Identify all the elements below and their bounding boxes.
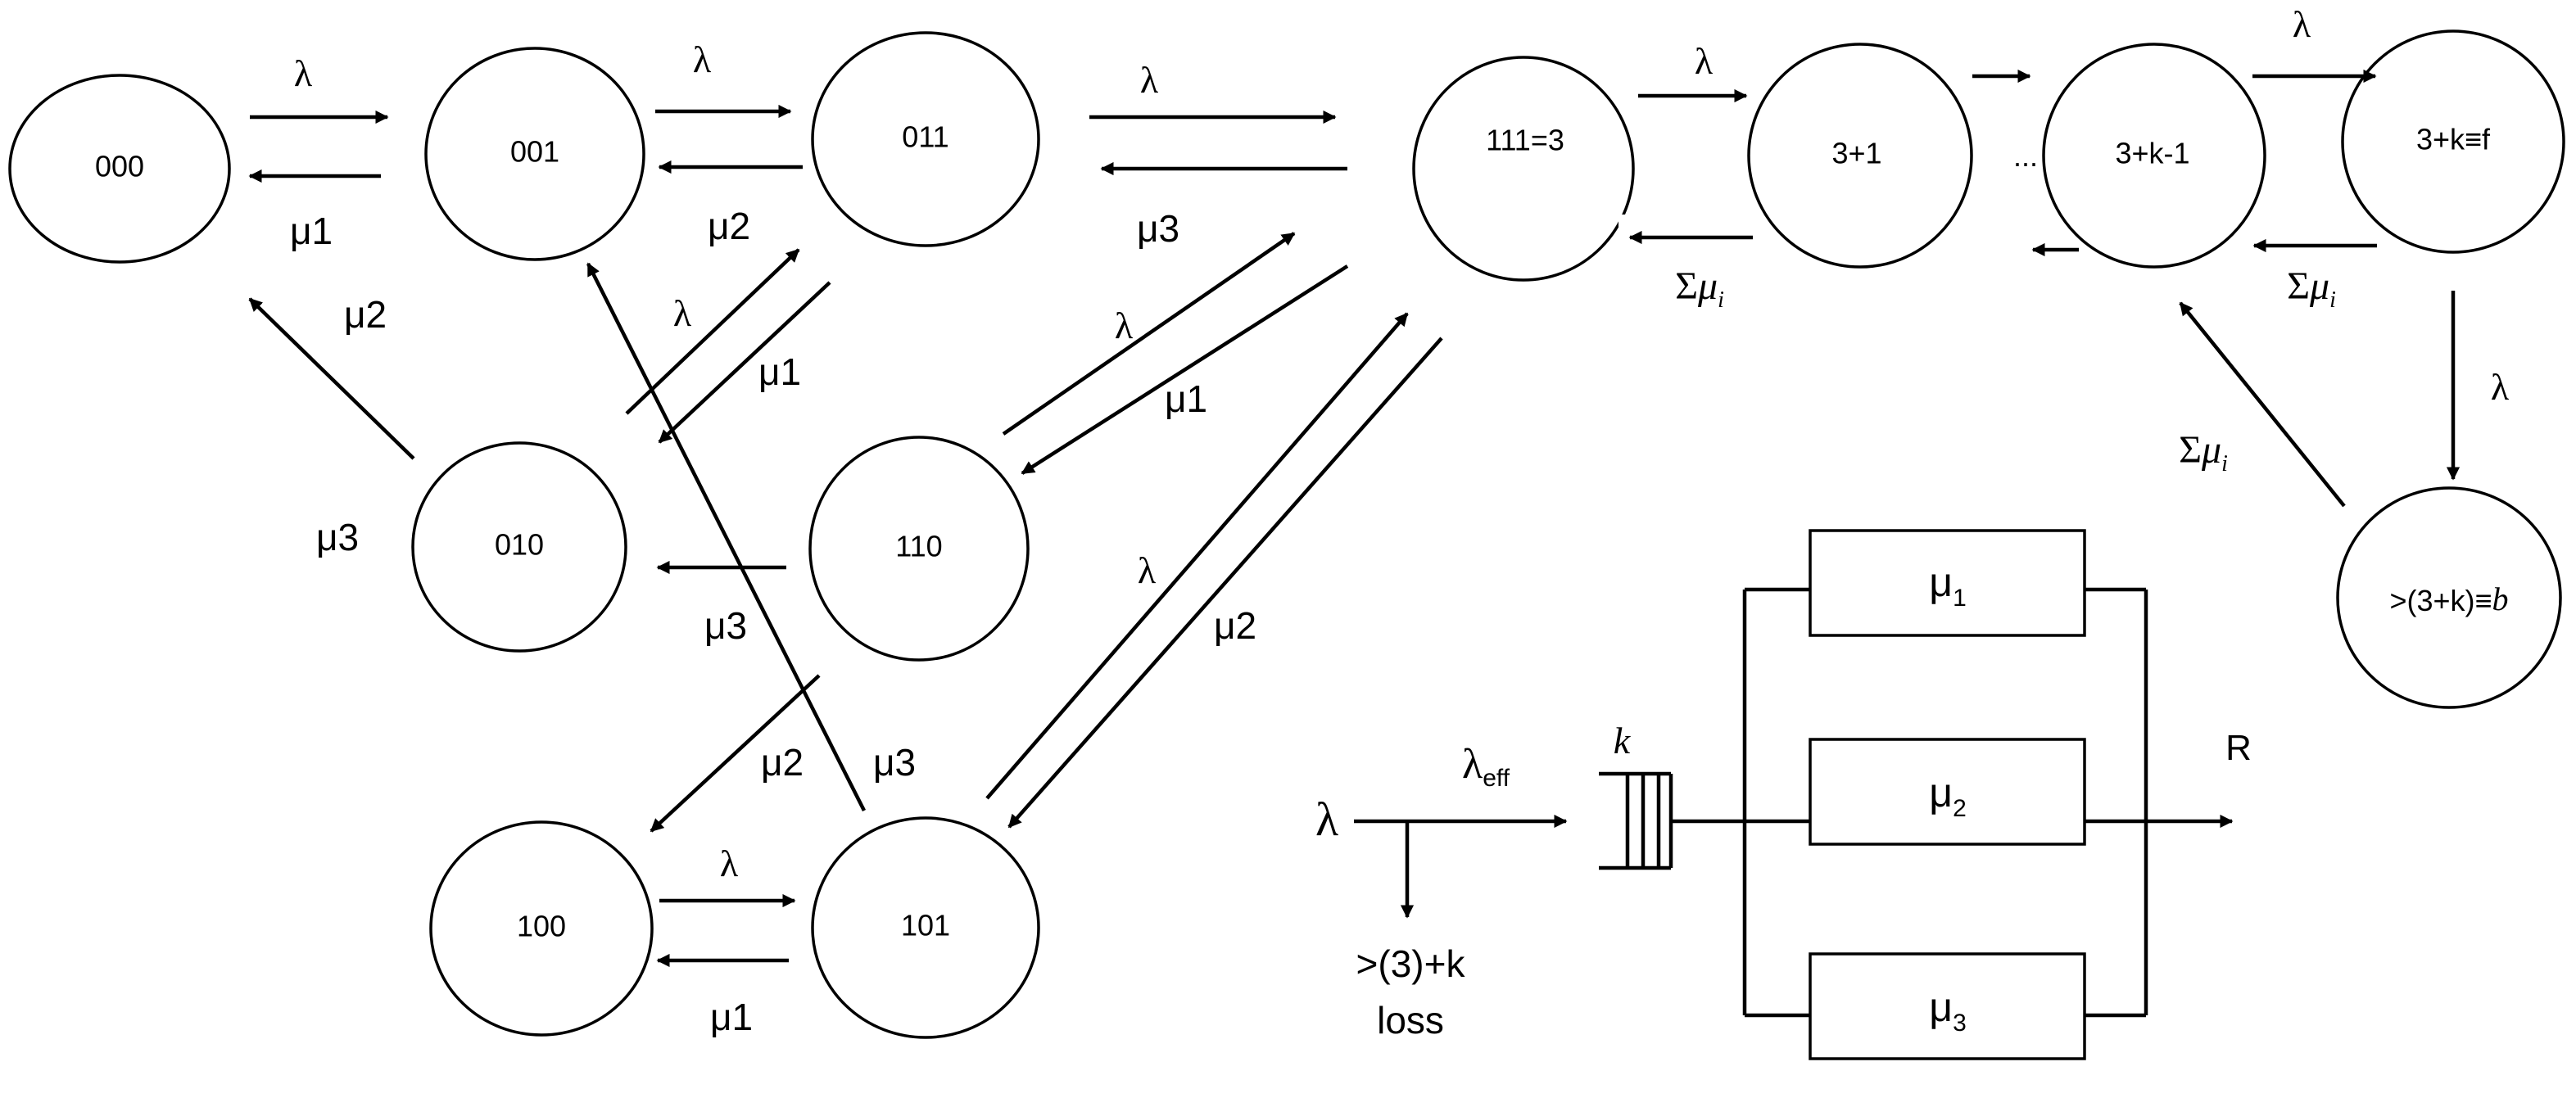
arrow-110-to-100 bbox=[650, 674, 821, 833]
state-001-label: 001 bbox=[510, 135, 559, 169]
state-110: 110 bbox=[808, 436, 1030, 662]
rate-lambda-f-block: λ bbox=[2491, 366, 2510, 408]
queue-loss-label-line1: >(3)+k bbox=[1356, 942, 1466, 985]
state-3plusk-f: 3+k≡f bbox=[2341, 29, 2565, 254]
rate-mu2-110-100: μ2 bbox=[761, 741, 804, 784]
state-3plus1-label: 3+1 bbox=[1831, 137, 1881, 170]
queue-loss-label-line2: loss bbox=[1377, 999, 1444, 1042]
arrow-block-to-3plusk-minus1 bbox=[2179, 301, 2346, 508]
rate-mu3-110-010: μ3 bbox=[704, 604, 747, 647]
rate-sum-mu-3plus1-111: Σμi bbox=[1675, 264, 1724, 313]
state-000: 000 bbox=[8, 74, 231, 264]
state-block-b-label: >(3+k)≡b bbox=[2389, 581, 2508, 617]
rate-lambda-to-f: λ bbox=[2293, 3, 2311, 45]
arrow-010-to-011 bbox=[625, 248, 800, 415]
rate-lambda-010-011: λ bbox=[673, 292, 692, 334]
state-001: 001 bbox=[424, 47, 645, 261]
state-111-gap-bottom bbox=[1618, 215, 1633, 233]
rate-mu3-101-001: μ3 bbox=[873, 741, 916, 784]
state-3plusk-minus1: 3+k-1 bbox=[2042, 43, 2266, 269]
server-2-label: μ2 bbox=[1929, 770, 1967, 822]
rate-mu1-111-110: μ1 bbox=[1165, 377, 1207, 420]
rate-lambda-111-3plus1: λ bbox=[1695, 40, 1714, 82]
state-110-label: 110 bbox=[895, 530, 942, 563]
arrow-111-to-110 bbox=[1021, 264, 1349, 475]
rate-lambda-011-111: λ bbox=[1140, 59, 1159, 101]
rate-lambda-001-011: λ bbox=[693, 38, 712, 80]
state-010: 010 bbox=[411, 441, 627, 653]
state-block-b: >(3+k)≡b bbox=[2336, 486, 2562, 709]
state-3plusk-minus1-label: 3+k-1 bbox=[2115, 137, 2189, 170]
arrow-010-to-000 bbox=[248, 297, 415, 460]
queue-buffer bbox=[1599, 771, 1673, 870]
server-1: μ1 bbox=[1809, 529, 2086, 637]
state-010-label: 010 bbox=[495, 528, 544, 562]
queue-input-lambda: λ bbox=[1315, 793, 1338, 846]
state-100: 100 bbox=[429, 820, 654, 1037]
state-111-gap-top bbox=[1623, 88, 1637, 106]
queue-lambda-eff: λeff bbox=[1462, 741, 1510, 792]
state-011-label: 011 bbox=[902, 120, 948, 154]
queue-output-r: R bbox=[2225, 728, 2252, 768]
rate-lambda-110-111: λ bbox=[1115, 305, 1134, 346]
rate-lambda-000-001: λ bbox=[294, 52, 313, 94]
arrow-011-to-010 bbox=[658, 281, 831, 444]
rate-mu2-111-101: μ2 bbox=[1214, 604, 1256, 647]
state-100-label: 100 bbox=[517, 910, 566, 943]
arrow-101-to-111 bbox=[985, 312, 1409, 800]
queue-capacity-k: k bbox=[1614, 720, 1632, 761]
rate-mu3-111-011: μ3 bbox=[1137, 207, 1179, 250]
server-3-label: μ3 bbox=[1929, 984, 1967, 1037]
rate-mu1-101-100: μ1 bbox=[710, 996, 753, 1038]
state-111-label: 111=3 bbox=[1486, 124, 1564, 157]
rate-mu1-011-010: μ1 bbox=[758, 350, 801, 393]
rate-lambda-100-101: λ bbox=[720, 843, 739, 884]
rate-sum-mu-block: Σμi bbox=[2179, 428, 2228, 477]
state-011: 011 bbox=[811, 31, 1040, 247]
rate-mu2-011-001: μ2 bbox=[708, 205, 750, 247]
server-2: μ2 bbox=[1809, 738, 2086, 846]
arrow-110-to-111 bbox=[1002, 232, 1296, 436]
rate-mu2-010-000: μ2 bbox=[344, 293, 387, 336]
state-101-label: 101 bbox=[901, 909, 950, 942]
server-3: μ3 bbox=[1809, 952, 2086, 1060]
state-3plus1: 3+1 bbox=[1747, 43, 1973, 269]
rate-sum-mu-f: Σμi bbox=[2287, 264, 2336, 313]
state-000-label: 000 bbox=[95, 150, 144, 183]
server-1-label: μ1 bbox=[1929, 559, 1967, 612]
state-101: 101 bbox=[811, 816, 1040, 1039]
arrow-101-to-001 bbox=[586, 262, 867, 812]
ellipsis-more-states: ... bbox=[2013, 139, 2038, 173]
state-111: 111=3 bbox=[1412, 56, 1635, 282]
rate-mu3-010: μ3 bbox=[316, 516, 359, 558]
rate-lambda-101-111: λ bbox=[1138, 549, 1157, 591]
arrow-111-to-101 bbox=[1007, 337, 1443, 829]
state-3plusk-f-label: 3+k≡f bbox=[2416, 123, 2491, 156]
rate-mu1-001-000: μ1 bbox=[290, 210, 333, 252]
queue-model: λ λeff >(3)+k loss k μ1 μ2 bbox=[1315, 529, 2252, 1060]
